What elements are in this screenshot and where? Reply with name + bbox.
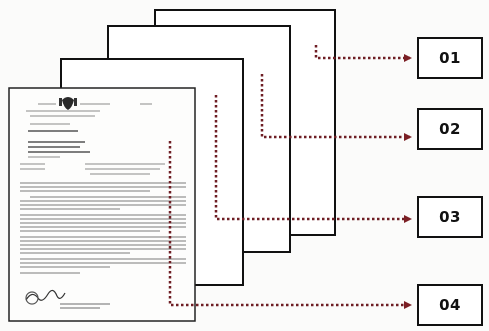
label-02: 02 xyxy=(439,120,461,138)
label-01: 01 xyxy=(439,49,461,67)
label-box-02: 02 xyxy=(417,108,483,150)
document-page xyxy=(8,87,196,322)
label-box-04: 04 xyxy=(417,284,483,326)
connector-01 xyxy=(314,45,412,62)
label-04: 04 xyxy=(439,296,461,314)
signature-scribble-icon xyxy=(25,289,110,309)
coat-of-arms-icon xyxy=(59,97,77,110)
label-box-03: 03 xyxy=(417,196,483,238)
connector-02 xyxy=(260,74,412,141)
label-03: 03 xyxy=(439,208,461,226)
label-box-01: 01 xyxy=(417,37,483,79)
connector-03 xyxy=(214,95,412,223)
